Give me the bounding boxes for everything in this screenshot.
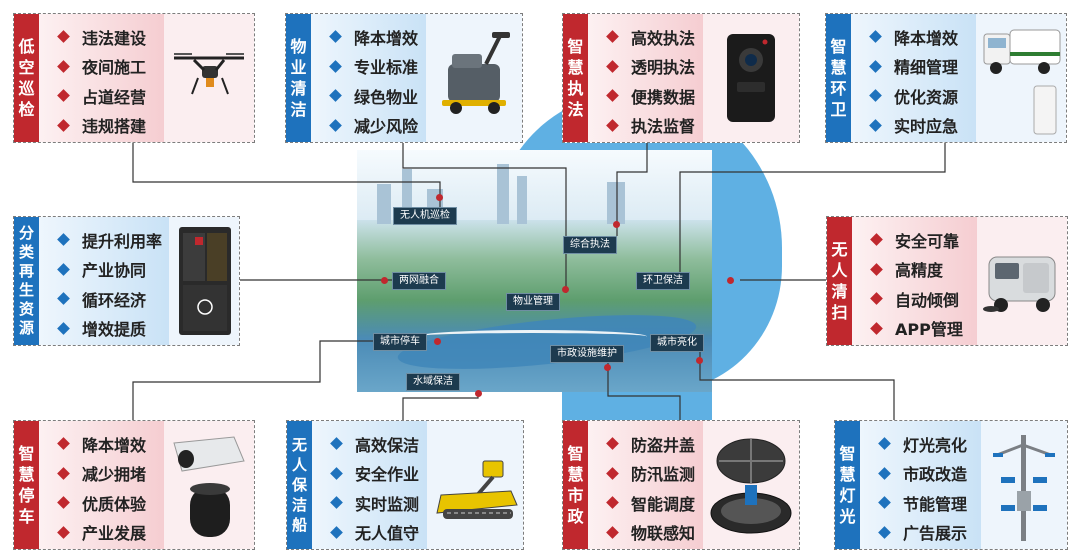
smart-streetlight-icon — [981, 421, 1067, 549]
box-property-cleaning: 物业清洁 降本增效 专业标准 绿色物业 减少风险 — [285, 13, 523, 143]
list-item: 防盗井盖 — [606, 429, 703, 459]
label-sanitation: 环卫保洁 — [636, 272, 690, 290]
box-smart-sanitation: 智慧环卫 降本增效 精细管理 优化资源 实时应急 — [825, 13, 1067, 143]
list-item: 占道经营 — [57, 81, 164, 111]
list-item: APP管理 — [870, 314, 977, 344]
box-title: 无人保洁船 — [287, 421, 312, 549]
list-item: 降本增效 — [57, 429, 164, 459]
floor-scrubber-icon — [426, 14, 522, 142]
list-item: 安全可靠 — [870, 225, 977, 255]
list-item: 违法建设 — [57, 22, 164, 52]
city-aerial-image — [357, 150, 712, 392]
box-smart-lighting: 智慧灯光 灯光亮化 市政改造 节能管理 广告展示 — [834, 420, 1068, 550]
list-item: 实时应急 — [869, 111, 976, 141]
label-drone-inspection: 无人机巡检 — [393, 207, 457, 225]
list-item: 违规搭建 — [57, 111, 164, 141]
list-item: 节能管理 — [878, 488, 981, 518]
list-item: 专业标准 — [329, 52, 426, 82]
list-item: 安全作业 — [330, 459, 427, 489]
list-item: 无人值守 — [330, 518, 427, 548]
box-title: 智慧执法 — [563, 14, 588, 142]
list-item: 优质体验 — [57, 488, 164, 518]
list-item: 防汛监测 — [606, 459, 703, 489]
list-item: 产业发展 — [57, 518, 164, 548]
list-item: 高精度 — [870, 255, 977, 285]
list-item: 降本增效 — [329, 22, 426, 52]
list-item: 市政改造 — [878, 459, 981, 489]
list-item: 优化资源 — [869, 81, 976, 111]
autonomous-sweeper-icon — [977, 217, 1067, 345]
recycling-cabinet-icon — [169, 217, 239, 345]
list-item: 执法监督 — [606, 111, 703, 141]
list-item: 透明执法 — [606, 52, 703, 82]
list-item: 便携数据 — [606, 81, 703, 111]
label-water-cleaning: 水域保洁 — [406, 373, 460, 391]
list-item: 物联感知 — [606, 518, 703, 548]
list-item: 自动倾倒 — [870, 284, 977, 314]
list-item: 减少风险 — [329, 111, 426, 141]
list-item: 降本增效 — [869, 22, 976, 52]
list-item: 精细管理 — [869, 52, 976, 82]
body-camera-icon — [703, 14, 799, 142]
box-unmanned-cleaning-boat: 无人保洁船 高效保洁 安全作业 实时监测 无人值守 — [286, 420, 524, 550]
label-city-lighting: 城市亮化 — [650, 334, 704, 352]
box-title: 智慧环卫 — [826, 14, 851, 142]
list-item: 高效执法 — [606, 22, 703, 52]
list-item: 产业协同 — [57, 255, 169, 285]
box-smart-municipal: 智慧市政 防盗井盖 防汛监测 智能调度 物联感知 — [562, 420, 800, 550]
list-item: 夜间施工 — [57, 52, 164, 82]
box-smart-parking: 智慧停车 降本增效 减少拥堵 优质体验 产业发展 — [13, 420, 255, 550]
box-title: 低空巡检 — [14, 14, 39, 142]
box-title: 物业清洁 — [286, 14, 311, 142]
box-unmanned-sweeping: 无人清扫 安全可靠 高精度 自动倾倒 APP管理 — [826, 216, 1068, 346]
label-law-enforcement: 综合执法 — [563, 236, 617, 254]
label-city-parking: 城市停车 — [373, 333, 427, 351]
list-item: 实时监测 — [330, 488, 427, 518]
label-two-network-fusion: 两网融合 — [392, 272, 446, 290]
box-low-altitude-patrol: 低空巡检 违法建设 夜间施工 占道经营 违规搭建 — [13, 13, 255, 143]
manhole-cover-icon — [703, 421, 799, 549]
box-title: 分类再生资源 — [14, 217, 39, 345]
list-item: 高效保洁 — [330, 429, 427, 459]
parking-camera-icon — [164, 421, 254, 549]
box-title: 无人清扫 — [827, 217, 852, 345]
list-item: 减少拥堵 — [57, 459, 164, 489]
label-municipal-maintenance: 市政设施维护 — [550, 345, 624, 363]
list-item: 灯光亮化 — [878, 429, 981, 459]
label-property-management: 物业管理 — [506, 293, 560, 311]
list-item: 增效提质 — [57, 314, 169, 344]
box-title: 智慧市政 — [563, 421, 588, 549]
list-item: 循环经济 — [57, 284, 169, 314]
street-sweeper-truck-icon — [976, 14, 1066, 142]
box-title: 智慧灯光 — [835, 421, 860, 549]
list-item: 智能调度 — [606, 488, 703, 518]
box-recycling-resources: 分类再生资源 提升利用率 产业协同 循环经济 增效提质 — [13, 216, 240, 346]
list-item: 提升利用率 — [57, 225, 169, 255]
box-title: 智慧停车 — [14, 421, 39, 549]
drone-icon — [164, 14, 254, 142]
list-item: 绿色物业 — [329, 81, 426, 111]
cleaning-boat-icon — [427, 421, 523, 549]
list-item: 广告展示 — [878, 518, 981, 548]
box-smart-law-enforcement: 智慧执法 高效执法 透明执法 便携数据 执法监督 — [562, 13, 800, 143]
